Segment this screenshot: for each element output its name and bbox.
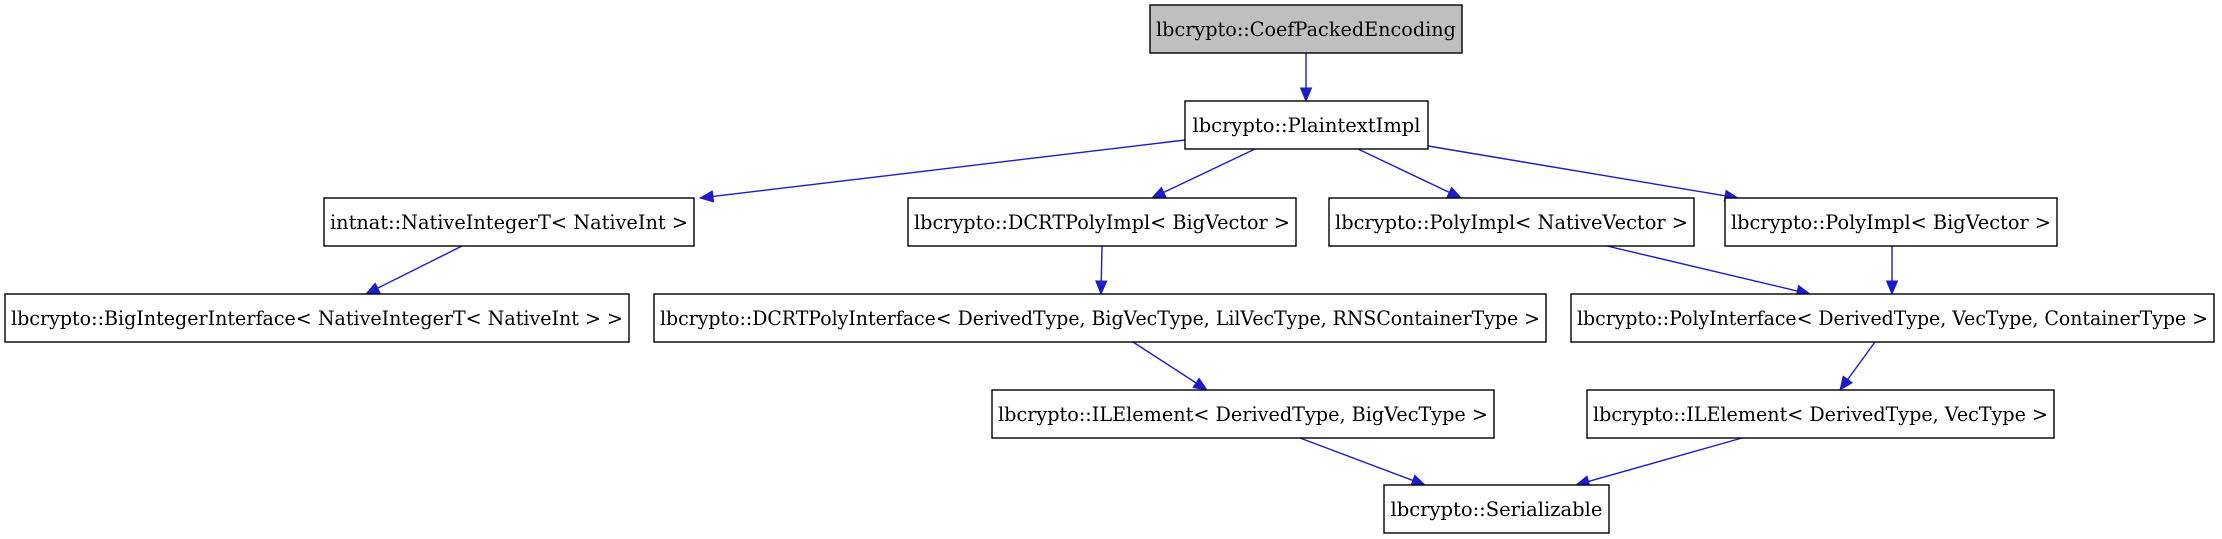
edge-line [1299,437,1414,482]
node-polyiface[interactable]: lbcrypto::PolyInterface< DerivedType, Ve… [1570,293,2215,343]
edge-plain-to-polynative [1357,148,1463,199]
edge-ilvec-to-serial [1574,437,1743,488]
node-box[interactable] [1724,197,2058,247]
node-ilvec[interactable]: lbcrypto::ILElement< DerivedType, VecTyp… [1586,389,2055,439]
node-box[interactable] [991,389,1495,439]
node-dcrtiface[interactable]: lbcrypto::DCRTPolyInterface< DerivedType… [653,293,1547,343]
edge-line [1427,145,1726,197]
node-label: lbcrypto::ILElement< DerivedType, BigVec… [998,403,1488,426]
edge-arrowhead [1095,280,1108,296]
edge-arrowhead [698,190,715,203]
edge-arrowhead [1150,186,1167,199]
node-box[interactable] [4,293,630,343]
node-serial[interactable]: lbcrypto::Serializable [1383,484,1610,534]
node-label: lbcrypto::DCRTPolyImpl< BigVector > [914,211,1290,234]
edge-polyiface-to-ilvec [1839,341,1876,392]
edge-polybig-to-polyiface [1885,246,1899,296]
node-label: lbcrypto::PolyImpl< NativeVector > [1335,211,1688,234]
node-label: intnat::NativeIntegerT< NativeInt > [330,211,688,234]
edge-arrowhead [1410,474,1427,487]
node-box[interactable] [323,197,695,247]
edge-line [1847,341,1876,380]
node-label: lbcrypto::PolyInterface< DerivedType, Ve… [1577,307,2208,330]
node-label: lbcrypto::ILElement< DerivedType, VecTyp… [1593,403,2048,426]
edge-arrowhead [1446,186,1463,199]
node-label: lbcrypto::CoefPackedEncoding [1156,18,1456,41]
edge-arrowhead [1299,87,1313,103]
node-label: lbcrypto::PlaintextImpl [1192,114,1420,137]
edge-arrowhead [1192,377,1209,391]
edge-line [1588,437,1743,483]
node-box[interactable] [1586,389,2055,439]
edge-coef-to-plain [1299,53,1313,103]
node-box[interactable] [1570,293,2215,343]
edge-polynative-to-polyiface [1606,245,1812,297]
edge-line [1100,245,1103,282]
edge-arrowhead [1839,375,1854,392]
node-box[interactable] [907,197,1297,247]
node-coef[interactable]: lbcrypto::CoefPackedEncoding [1149,4,1463,54]
edge-dcrtiface-to-ilbig [1132,341,1209,391]
node-label: lbcrypto::Serializable [1391,498,1603,521]
node-box[interactable] [1184,100,1429,150]
edge-line [1606,245,1798,292]
edge-ilbig-to-serial [1299,437,1427,487]
node-plain[interactable]: lbcrypto::PlaintextImpl [1184,100,1429,150]
node-polybig[interactable]: lbcrypto::PolyImpl< BigVector > [1724,197,2058,247]
node-polynative[interactable]: lbcrypto::PolyImpl< NativeVector > [1328,197,1695,247]
node-box[interactable] [653,293,1547,343]
nodes-layer: lbcrypto::CoefPackedEncodinglbcrypto::Pl… [4,4,2215,534]
edge-arrowhead [364,282,381,295]
edge-natint-to-bigint [364,245,463,295]
node-ilbig[interactable]: lbcrypto::ILElement< DerivedType, BigVec… [991,389,1495,439]
edge-line [1163,148,1256,194]
edge-plain-to-natint [698,139,1186,203]
node-dcrtimpl[interactable]: lbcrypto::DCRTPolyImpl< BigVector > [907,197,1297,247]
edge-dcrtimpl-to-dcrtiface [1095,245,1108,296]
node-box[interactable] [1383,484,1610,534]
edge-line [377,245,463,289]
edge-arrowhead [1885,280,1899,296]
node-label: lbcrypto::BigIntegerInterface< NativeInt… [11,307,623,330]
edge-plain-to-polybig [1427,145,1740,202]
node-label: lbcrypto::DCRTPolyInterface< DerivedType… [660,307,1540,330]
edge-line [1357,148,1450,194]
node-label: lbcrypto::PolyImpl< BigVector > [1731,211,2051,234]
node-box[interactable] [1328,197,1695,247]
edge-line [712,139,1186,198]
edge-plain-to-dcrtimpl [1150,148,1256,199]
edges-layer [364,53,1899,488]
node-box[interactable] [1149,4,1463,54]
node-natint[interactable]: intnat::NativeIntegerT< NativeInt > [323,197,695,247]
node-bigint[interactable]: lbcrypto::BigIntegerInterface< NativeInt… [4,293,630,343]
edge-line [1132,341,1197,384]
